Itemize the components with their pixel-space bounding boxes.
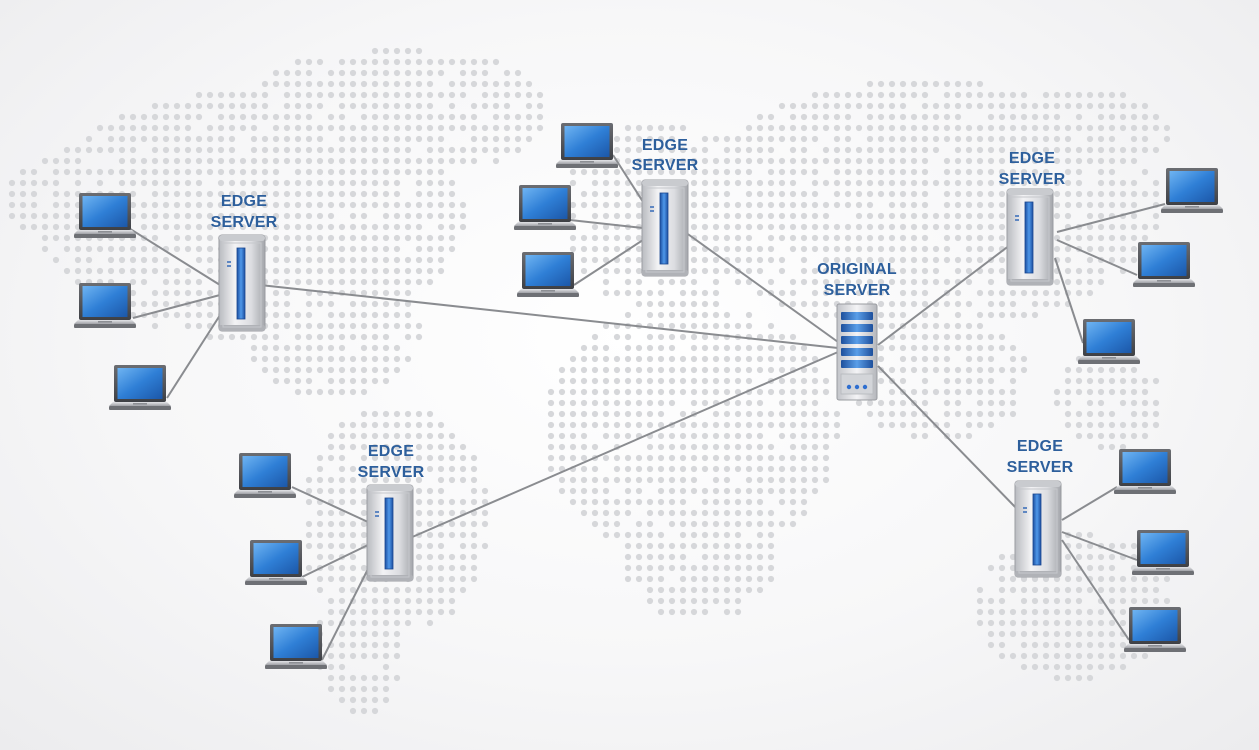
- link-edge-n-laptop-1: [612, 154, 646, 206]
- edge-server-label-line2: SERVER: [1007, 459, 1074, 476]
- laptop-icon: [1124, 607, 1186, 652]
- link-edge-sw-laptop-1: [291, 486, 369, 523]
- edge-server-label-line2: SERVER: [999, 171, 1066, 188]
- laptop-icon: [234, 453, 296, 498]
- link-edge-se-laptop-3: [1061, 539, 1130, 641]
- tower-server-icon: [366, 484, 414, 582]
- link-edge-nw-laptop-2: [132, 294, 221, 319]
- edge-server-label-line1: EDGE: [368, 443, 414, 460]
- edge-server-se: EDGE SERVER: [1007, 438, 1074, 578]
- link-edge-se-laptop-2: [1061, 531, 1138, 561]
- tower-server-icon: [218, 234, 266, 332]
- link-edge-nw-laptop-1: [126, 226, 221, 286]
- original-server-label-line1: ORIGINAL: [817, 261, 897, 278]
- link-origin-edge-sw: [409, 351, 839, 539]
- edge-server-label-line2: SERVER: [358, 464, 425, 481]
- edge-server-label-line1: EDGE: [221, 193, 267, 210]
- edge-server-label-line1: EDGE: [642, 137, 688, 154]
- link-edge-n-laptop-3: [573, 239, 644, 286]
- laptop-icon: [74, 193, 136, 238]
- link-edge-sw-laptop-2: [301, 544, 369, 578]
- original-server-label-line2: SERVER: [824, 282, 891, 299]
- laptop-icon: [265, 624, 327, 669]
- link-origin-edge-n: [684, 231, 839, 343]
- edge-server-nw: EDGE SERVER: [211, 193, 278, 332]
- laptop-icon: [514, 185, 576, 230]
- original-server: ORIGINAL SERVER: [817, 261, 897, 401]
- laptop-icon: [1133, 242, 1195, 287]
- laptop-icon: [517, 252, 579, 297]
- laptop-icon: [245, 540, 307, 585]
- rack-server-icon: [836, 303, 878, 401]
- edge-server-label-line2: SERVER: [211, 214, 278, 231]
- laptop-icon: [1114, 449, 1176, 494]
- laptop-icon: [556, 123, 618, 168]
- edge-server-n: EDGE SERVER: [632, 137, 699, 277]
- connection-lines: [126, 154, 1166, 661]
- edge-server-sw: EDGE SERVER: [358, 443, 425, 582]
- laptop-icon: [1078, 319, 1140, 364]
- tower-server-icon: [641, 179, 689, 277]
- edge-server-label-line1: EDGE: [1009, 150, 1055, 167]
- link-edge-ne-laptop-1: [1056, 203, 1166, 233]
- edge-server-label-line1: EDGE: [1017, 438, 1063, 455]
- laptop-icon: [1161, 168, 1223, 213]
- laptop-icon: [1132, 530, 1194, 575]
- edge-server-ne: EDGE SERVER: [999, 150, 1066, 286]
- laptop-icon: [74, 283, 136, 328]
- link-edge-ne-laptop-3: [1054, 257, 1084, 344]
- edge-server-label-line2: SERVER: [632, 157, 699, 174]
- link-origin-edge-nw: [259, 284, 839, 349]
- tower-server-icon: [1014, 480, 1062, 578]
- link-origin-edge-ne: [877, 244, 1011, 346]
- link-edge-se-laptop-1: [1061, 486, 1118, 521]
- tower-server-icon: [1006, 188, 1054, 286]
- link-origin-edge-se: [877, 365, 1019, 511]
- laptop-icon: [109, 365, 171, 410]
- link-edge-ne-laptop-2: [1056, 239, 1138, 276]
- link-edge-n-laptop-2: [569, 219, 644, 229]
- link-edge-nw-laptop-3: [166, 311, 223, 399]
- link-edge-sw-laptop-3: [321, 564, 371, 661]
